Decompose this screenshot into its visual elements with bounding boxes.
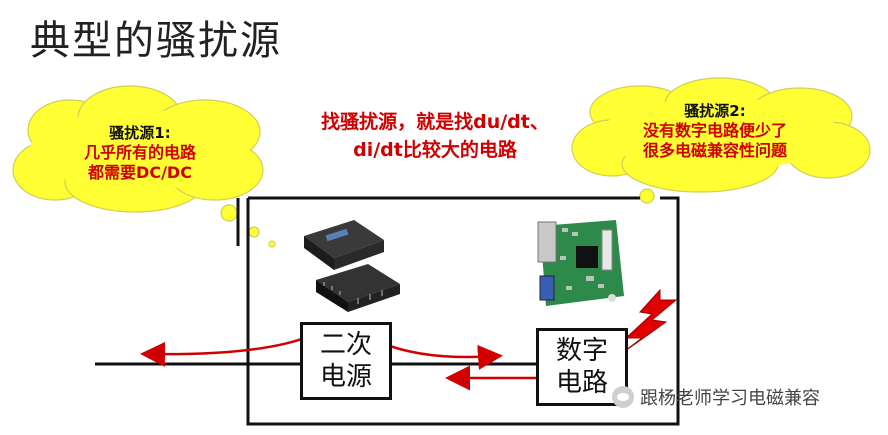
cloud-left-line-2: 都需要DC/DC	[88, 163, 192, 182]
digital-circuit-line-1: 数字	[555, 336, 608, 366]
dc-dc-module-photo	[304, 220, 400, 312]
cloud-left-line-1: 几乎所有的电路	[83, 143, 196, 162]
cloud-right-line-1: 没有数字电路便少了	[642, 121, 787, 140]
cloud-right-text: 骚扰源2: 没有数字电路便少了 很多电磁兼容性问题	[600, 100, 830, 161]
cloud-right-line-2: 很多电磁兼容性问题	[642, 141, 787, 160]
circuit-board-photo	[537, 220, 624, 306]
secondary-power-line-2: 电源	[319, 362, 372, 392]
center-note: 找骚扰源，就是找du/dt、 di/dt比较大的电路	[290, 108, 580, 164]
cloud-left-text: 骚扰源1: 几乎所有的电路 都需要DC/DC	[40, 122, 240, 183]
wechat-icon	[612, 386, 634, 408]
secondary-power-line-1: 二次	[319, 330, 372, 360]
secondary-power-box: 二次 电源	[300, 322, 392, 400]
center-note-line-2: di/dt比较大的电路	[353, 139, 517, 161]
page-title: 典型的骚扰源	[30, 18, 282, 64]
cloud-right-heading: 骚扰源2:	[684, 102, 746, 120]
cloud-left	[12, 85, 276, 248]
watermark-text: 跟杨老师学习电磁兼容	[640, 388, 820, 409]
watermark: 跟杨老师学习电磁兼容	[612, 384, 820, 410]
cloud-left-heading: 骚扰源1:	[109, 124, 171, 142]
digital-circuit-line-2: 电路	[555, 368, 608, 398]
cloud-right	[571, 77, 871, 204]
center-note-line-1: 找骚扰源，就是找du/dt、	[321, 111, 549, 133]
